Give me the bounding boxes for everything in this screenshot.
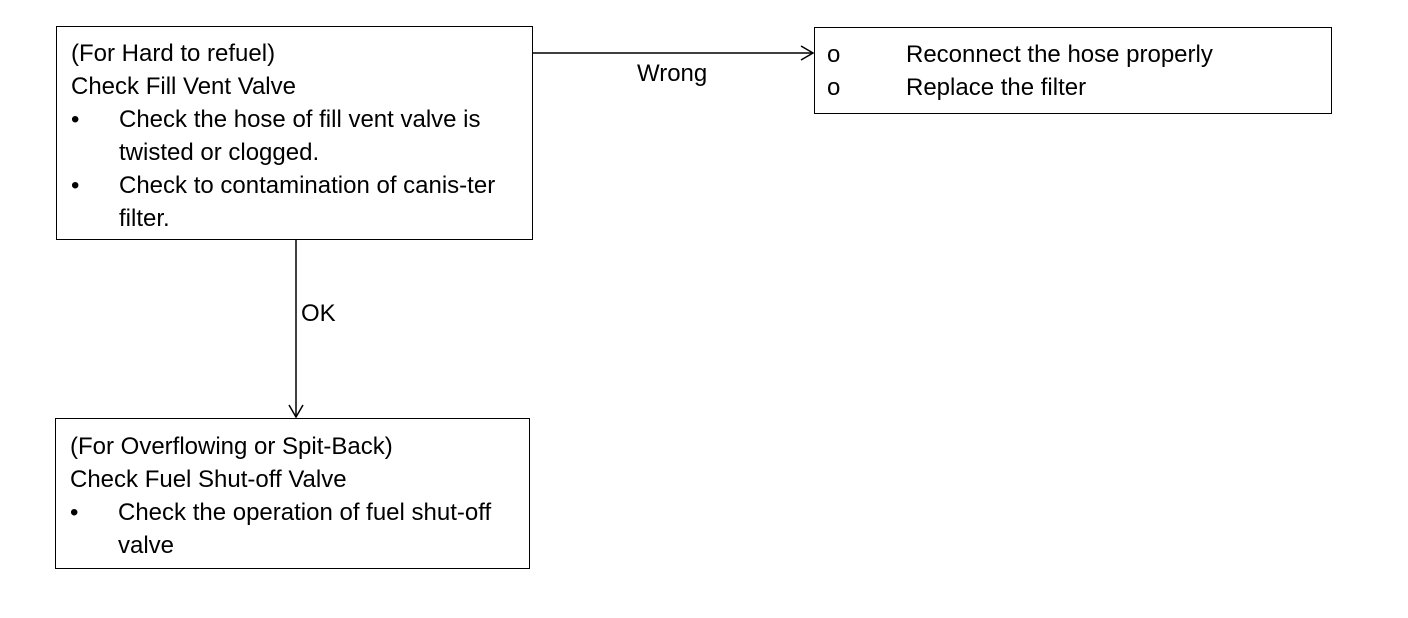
check-fill-vent-valve-box: (For Hard to refuel) Check Fill Vent Val… xyxy=(56,26,533,240)
bullet-text: Check to contamination of canis-ter filt… xyxy=(119,172,496,232)
bullet-text: Check the operation of fuel shut-off val… xyxy=(118,499,492,559)
bullet-icon: • xyxy=(71,106,80,133)
ok-edge-label: OK xyxy=(301,300,336,327)
remedy-text: Replace the filter xyxy=(906,74,1087,101)
remedy-box: o Reconnect the hose properly o Replace … xyxy=(814,27,1332,114)
bullet-item-hose-check: • Check the hose of fill vent valve is t… xyxy=(71,103,522,169)
circle-marker-icon: o xyxy=(827,74,841,101)
wrong-arrowhead xyxy=(800,45,815,61)
remedy-item-reconnect-hose: o Reconnect the hose properly xyxy=(827,38,1321,71)
check-fuel-shutoff-valve-box: (For Overflowing or Spit-Back) Check Fue… xyxy=(55,418,530,569)
remedy-text: Reconnect the hose properly xyxy=(906,41,1213,68)
bullet-item-operation-check: • Check the operation of fuel shut-off v… xyxy=(70,496,519,562)
bullet-icon: • xyxy=(70,499,79,526)
wrong-edge-label: Wrong xyxy=(637,60,708,87)
step-title-fuel-shutoff-valve: Check Fuel Shut-off Valve xyxy=(70,466,347,493)
remedy-item-replace-filter: o Replace the filter xyxy=(827,71,1321,104)
condition-hard-to-refuel: (For Hard to refuel) xyxy=(71,40,276,67)
step-title-fill-vent-valve: Check Fill Vent Valve xyxy=(71,73,296,100)
bullet-text: Check the hose of fill vent valve is twi… xyxy=(119,106,481,166)
bullet-icon: • xyxy=(71,172,80,199)
circle-marker-icon: o xyxy=(827,41,841,68)
ok-arrowhead xyxy=(288,404,304,419)
bullet-item-canister-filter: • Check to contamination of canis-ter fi… xyxy=(71,169,522,235)
condition-overflowing: (For Overflowing or Spit-Back) xyxy=(70,433,393,460)
